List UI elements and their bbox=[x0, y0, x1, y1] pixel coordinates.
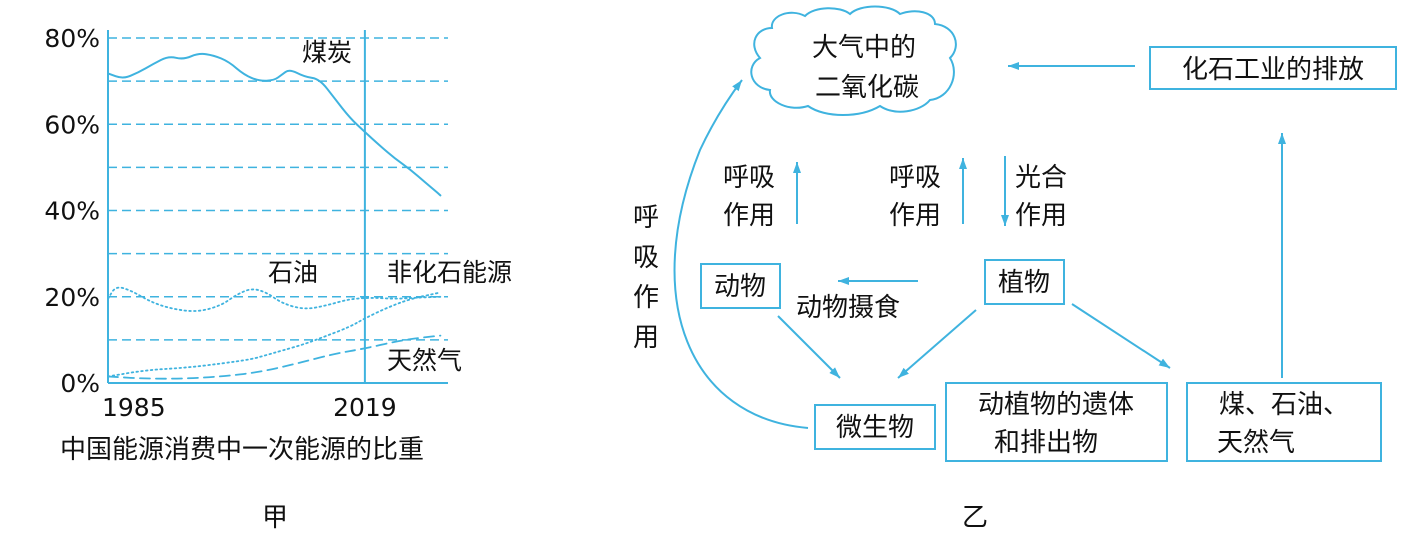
series-label-coal: 煤炭 bbox=[302, 38, 352, 67]
co2-label-line1: 大气中的 bbox=[812, 33, 916, 63]
y-tick-label: 0% bbox=[60, 369, 100, 398]
microbe-respiration-char-3: 作 bbox=[633, 283, 659, 313]
series-line-1 bbox=[107, 286, 442, 312]
plant-box bbox=[984, 259, 1065, 305]
series-label-oil: 石油 bbox=[268, 258, 318, 287]
photosynthesis-label-2: 作用 bbox=[1015, 201, 1067, 231]
y-tick-label: 60% bbox=[44, 110, 100, 139]
series-label-gas: 天然气 bbox=[387, 346, 462, 375]
co2-label-line2: 二氧化碳 bbox=[815, 73, 919, 103]
feeding-label: 动物摄食 bbox=[796, 293, 900, 323]
chart-caption: 甲 bbox=[262, 503, 288, 533]
series-label-nonfossil: 非化石能源 bbox=[387, 258, 512, 287]
y-tick-label: 80% bbox=[44, 24, 100, 53]
microbe-respiration-char-4: 用 bbox=[633, 323, 659, 353]
industry-label: 化石工业的排放 bbox=[1182, 55, 1364, 85]
x-tick-label: 1985 bbox=[102, 393, 166, 422]
fuels-label-line1: 煤、石油、 bbox=[1219, 390, 1349, 420]
chart-title: 中国能源消费中一次能源的比重 bbox=[60, 435, 424, 465]
remains-box bbox=[945, 382, 1168, 462]
animal-box bbox=[700, 263, 781, 309]
diagram-labels: 大气中的 二氧化碳 化石工业的排放 动物 植物 微生物 动植物的遗体 和排出物 … bbox=[633, 33, 1364, 533]
y-tick-label: 20% bbox=[44, 283, 100, 312]
plant-respiration-label-2: 作用 bbox=[889, 201, 941, 231]
arrow-animal-to-microbe bbox=[777, 315, 841, 379]
series-line-0 bbox=[107, 52, 442, 197]
microbe-box bbox=[814, 404, 936, 450]
arrow-microbe-respiration bbox=[673, 79, 809, 429]
remains-label-line2: 和排出物 bbox=[994, 428, 1098, 458]
microbe-respiration-char-1: 呼 bbox=[633, 203, 659, 233]
fuels-label-line2: 天然气 bbox=[1217, 428, 1295, 458]
chart-series bbox=[107, 52, 442, 380]
animal-respiration-label-1: 呼吸 bbox=[723, 163, 775, 193]
energy-share-chart: 80% 60% 40% 20% 0%1985 2019 煤炭 石油 非化石能源 天然气 中… bbox=[44, 24, 512, 533]
y-tick-label: 40% bbox=[44, 197, 100, 226]
microbe-label: 微生物 bbox=[836, 413, 914, 443]
fuels-box bbox=[1186, 382, 1382, 462]
series-line-3 bbox=[107, 334, 442, 380]
remains-label-line1: 动植物的遗体 bbox=[978, 390, 1134, 420]
plant-respiration-label-1: 呼吸 bbox=[889, 163, 941, 193]
chart-gridlines bbox=[108, 37, 448, 341]
arrow-plant-to-microbe bbox=[897, 309, 977, 379]
industry-box bbox=[1149, 46, 1397, 90]
plant-label: 植物 bbox=[998, 268, 1050, 298]
photosynthesis-label-1: 光合 bbox=[1015, 163, 1067, 193]
x-tick-label: 2019 bbox=[333, 393, 397, 422]
diagram-caption: 乙 bbox=[962, 503, 988, 533]
microbe-respiration-char-2: 吸 bbox=[633, 243, 659, 273]
animal-label: 动物 bbox=[714, 272, 766, 302]
arrow-plant-to-fuels bbox=[1071, 303, 1171, 369]
series-line-2 bbox=[107, 291, 442, 378]
carbon-cycle-diagram bbox=[673, 5, 1397, 462]
chart-ticks: 80% 60% 40% 20% 0%1985 2019 bbox=[44, 24, 396, 422]
co2-cloud bbox=[750, 5, 957, 116]
animal-respiration-label-2: 作用 bbox=[723, 201, 775, 231]
